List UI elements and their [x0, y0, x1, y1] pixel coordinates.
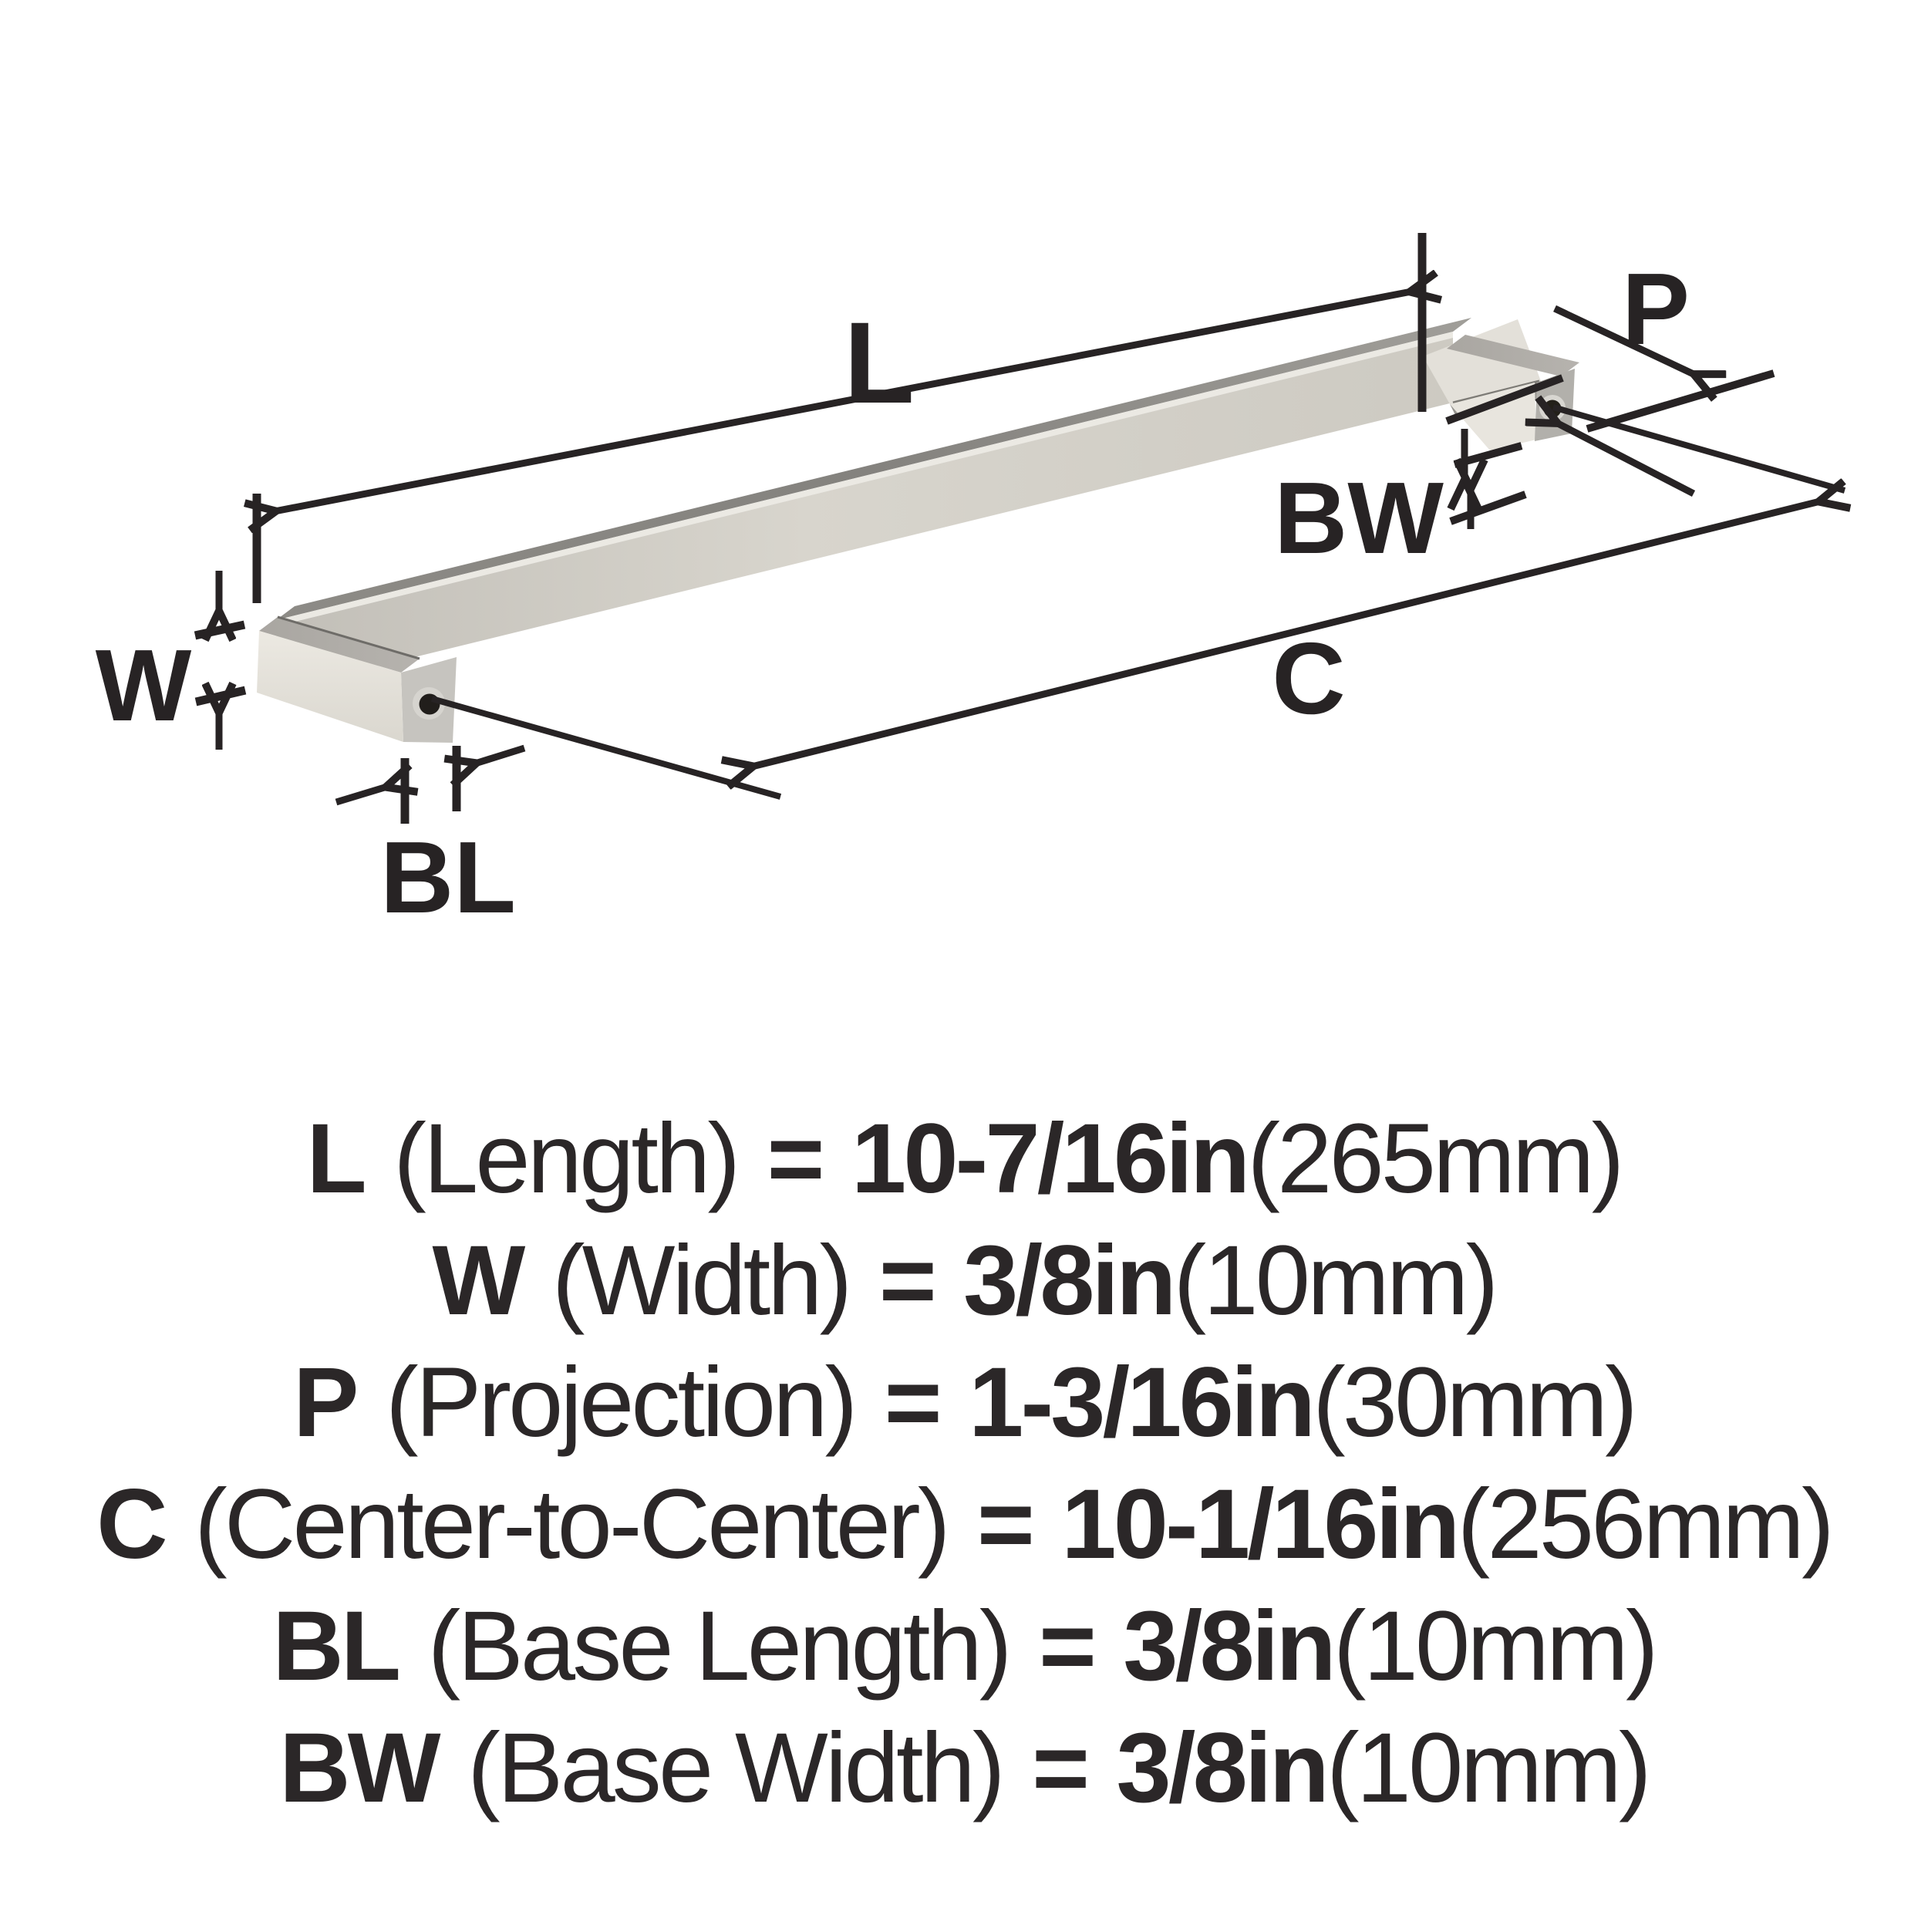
left-foot-front-face	[257, 631, 403, 742]
p-tick-near	[1445, 374, 1564, 425]
spec-code: L	[306, 1104, 367, 1214]
label-bl: BL	[380, 821, 516, 934]
spec-value: 1-3/16in	[969, 1347, 1316, 1458]
spec-row-width: W(Width)=3/8in(10mm)	[0, 1220, 1928, 1342]
right-foot-top-face	[1447, 335, 1579, 376]
dimension-w	[194, 571, 247, 750]
spec-metric: (265mm)	[1247, 1104, 1624, 1214]
spec-equals: =	[884, 1347, 942, 1458]
bl-arrow-left	[475, 744, 526, 764]
dimension-l	[257, 233, 1422, 603]
spec-row-base-width: BW(Base Width)=3/8in(10mm)	[0, 1708, 1928, 1829]
p-arrow-outward	[1553, 305, 1695, 375]
spec-equals: =	[1032, 1713, 1090, 1823]
label-l: L	[844, 298, 915, 427]
spec-metric: (10mm)	[1326, 1713, 1652, 1823]
spec-equals: =	[878, 1226, 937, 1336]
spec-name: (Width)	[551, 1226, 852, 1336]
spec-metric: (256mm)	[1457, 1469, 1835, 1580]
spec-value: 3/8in	[1116, 1713, 1330, 1823]
spec-value: 3/8in	[1123, 1591, 1336, 1701]
bw-tick-front	[1449, 491, 1527, 525]
spec-name: (Length)	[393, 1104, 740, 1214]
corner-crease-edge	[1452, 379, 1540, 404]
bl-arrow-right	[335, 787, 387, 806]
spec-name: (Base Width)	[467, 1713, 1006, 1823]
c-dimension-line	[752, 501, 1820, 767]
spec-equals: =	[977, 1469, 1035, 1580]
spec-row-base-length: BL(Base Length)=3/8in(10mm)	[0, 1586, 1928, 1708]
spec-value: 10-1/16in	[1061, 1469, 1460, 1580]
corner-interior-face	[1423, 319, 1541, 404]
spec-metric: (30mm)	[1313, 1347, 1638, 1458]
spec-equals: =	[767, 1104, 825, 1214]
c-leader-right-hole	[1552, 404, 1846, 494]
spec-code: BW	[279, 1713, 440, 1823]
label-p: P	[1622, 252, 1690, 366]
spec-name: (Center-to-Center)	[194, 1469, 950, 1580]
spec-value: 3/8in	[963, 1226, 1176, 1336]
left-foot-top-face	[259, 617, 420, 673]
label-w: W	[96, 629, 192, 742]
spec-code: W	[432, 1226, 526, 1336]
dimension-bw	[1449, 429, 1527, 529]
dimension-bl	[335, 744, 526, 824]
spec-equals: =	[1039, 1591, 1097, 1701]
left-foot-back-crease	[277, 615, 420, 660]
spec-code: P	[293, 1347, 359, 1458]
dimension-p	[1445, 305, 1775, 497]
spec-name: (Base Length)	[427, 1591, 1013, 1701]
c-leader-left-hole	[430, 696, 782, 800]
label-bw: BW	[1274, 461, 1444, 575]
spec-metric: (10mm)	[1173, 1226, 1499, 1336]
p-tick-far	[1586, 369, 1775, 433]
spec-code: C	[96, 1469, 167, 1580]
spec-name: (Projection)	[386, 1347, 858, 1458]
spec-value: 10-7/16in	[851, 1104, 1250, 1214]
l-dimension-line	[275, 292, 1411, 511]
spec-row-length: L(Length)=10-7/16in(265mm)	[0, 1098, 1928, 1220]
spec-row-projection: P(Projection)=1-3/16in(30mm)	[0, 1342, 1928, 1464]
p-arrow-inward	[1556, 423, 1696, 497]
w-tick-top	[194, 620, 246, 640]
spec-row-center-to-center: C(Center-to-Center)=10-1/16in(256mm)	[0, 1464, 1928, 1586]
spec-metric: (10mm)	[1333, 1591, 1659, 1701]
label-c: C	[1272, 622, 1345, 735]
spec-code: BL	[272, 1591, 401, 1701]
w-tick-bottom	[194, 686, 247, 706]
left-screw-hole	[419, 693, 440, 715]
spec-list: L(Length)=10-7/16in(265mm) W(Width)=3/8i…	[0, 1098, 1928, 1829]
